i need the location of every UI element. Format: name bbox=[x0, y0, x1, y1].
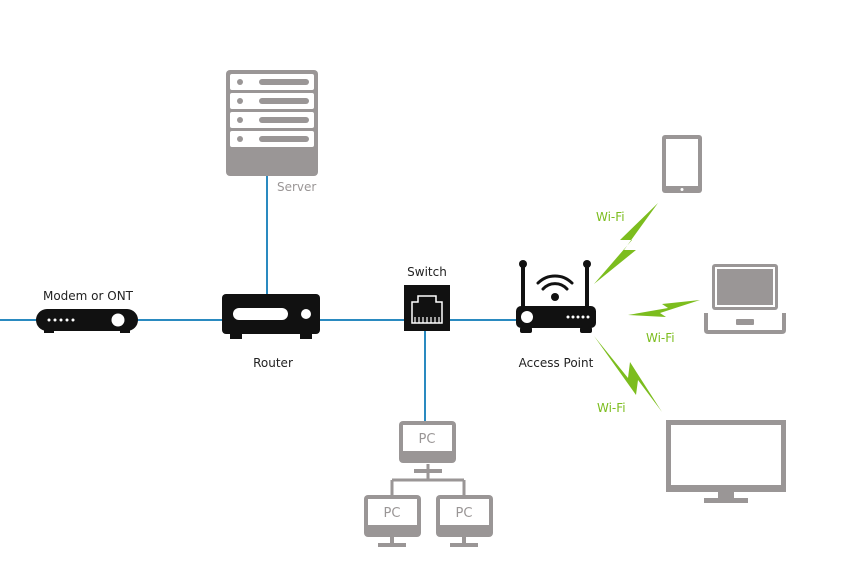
desktop-pc-icon bbox=[436, 495, 493, 547]
pc-label-left: PC bbox=[384, 506, 401, 521]
desktop-pc-icon bbox=[364, 495, 421, 547]
router-label: Router bbox=[253, 356, 293, 370]
pc-label-right: PC bbox=[456, 506, 473, 521]
modem-icon bbox=[36, 309, 138, 333]
wifi-label-laptop: Wi-Fi bbox=[646, 331, 675, 345]
switch-label: Switch bbox=[407, 265, 447, 279]
modem-label: Modem or ONT bbox=[43, 289, 134, 303]
pc-label-top: PC bbox=[419, 432, 436, 447]
wired-links bbox=[0, 176, 516, 422]
monitor-icon bbox=[666, 420, 786, 503]
server-label: Server bbox=[277, 180, 316, 194]
tablet-icon bbox=[662, 135, 702, 193]
desktop-pc-icon bbox=[399, 421, 456, 463]
wifi-bolt-tablet bbox=[594, 203, 658, 284]
laptop-icon bbox=[704, 264, 786, 334]
pc-tree bbox=[390, 464, 466, 496]
ethernet-port-icon bbox=[404, 285, 450, 331]
access-point-label: Access Point bbox=[519, 356, 594, 370]
router-icon bbox=[222, 294, 320, 339]
wifi-links bbox=[594, 203, 700, 412]
server-icon bbox=[226, 70, 318, 176]
wireless-access-point-icon bbox=[516, 260, 596, 333]
wifi-bolt-laptop bbox=[628, 300, 700, 317]
wifi-label-tablet: Wi-Fi bbox=[596, 210, 625, 224]
wifi-label-monitor: Wi-Fi bbox=[597, 401, 626, 415]
